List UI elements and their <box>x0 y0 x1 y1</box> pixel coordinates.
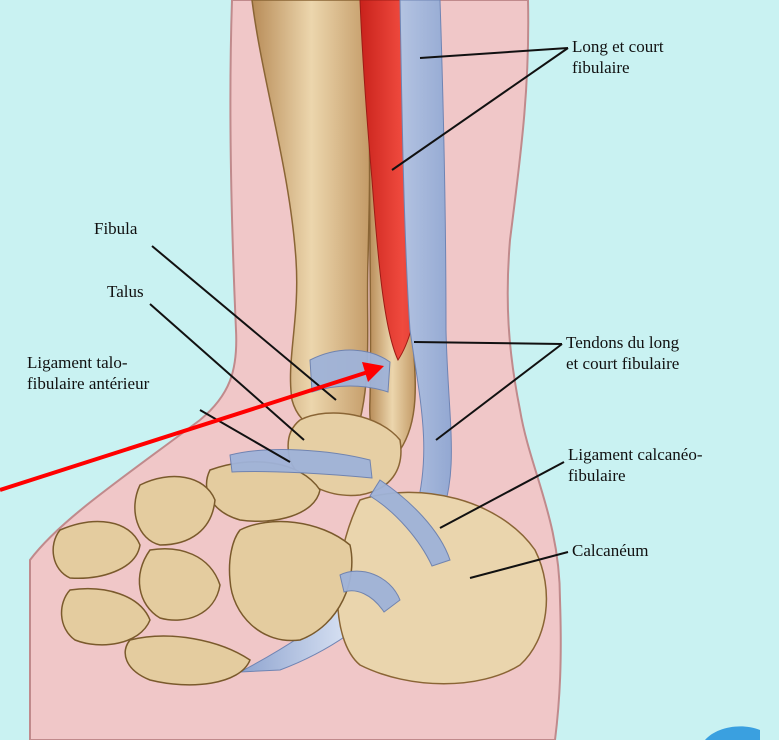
label-talus: Talus <box>107 281 144 302</box>
label-long-et-court-fibulaire: Long et court fibulaire <box>572 36 664 78</box>
label-tendons-fibulaire: Tendons du long et court fibulaire <box>566 332 679 374</box>
label-fibula: Fibula <box>94 218 137 239</box>
label-ligament-talo-fibulaire: Ligament talo- fibulaire antérieur <box>27 352 149 394</box>
label-ligament-calcaneo-fibulaire: Ligament calcanéo- fibulaire <box>568 444 703 486</box>
label-calcaneum: Calcanéum <box>572 540 648 561</box>
